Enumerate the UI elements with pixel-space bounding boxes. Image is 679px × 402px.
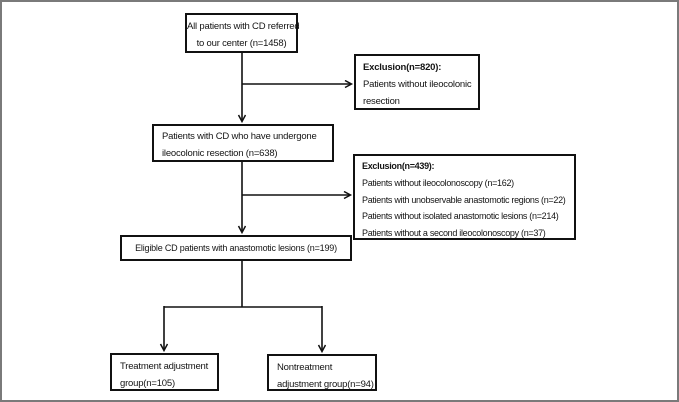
box-text-line: Patients without ileocolonoscopy (n=162) [362, 177, 514, 188]
box-text-line: Patients with unobservable anastomotic r… [362, 194, 566, 205]
box-text-line: All patients with CD referred [187, 21, 300, 32]
box-treatment-adjustment-group: Treatment adjustment group(n=105) [110, 353, 219, 391]
box-exclusion-820: Exclusion(n=820): Patients without ileoc… [354, 54, 480, 110]
exclusion-title: Exclusion(n=820): [363, 62, 442, 73]
box-text-line: Eligible CD patients with anastomotic le… [135, 243, 337, 253]
box-text-line: Patients with CD who have undergone [162, 131, 317, 142]
box-exclusion-439: Exclusion(n=439): Patients without ileoc… [353, 154, 576, 240]
box-text-line: Patients without a second ileocolonoscop… [362, 228, 546, 239]
box-text-line: adjustment group(n=94) [277, 379, 374, 390]
box-ileocolonic-resection: Patients with CD who have undergone ileo… [152, 124, 334, 162]
box-text-line: Nontreatment [277, 362, 333, 373]
box-text-line: resection [363, 96, 400, 107]
box-all-patients-referred: All patients with CD referred to our cen… [185, 13, 300, 53]
box-text-line: ileocolonic resection (n=638) [162, 148, 278, 159]
box-text-line: to our center (n=1458) [196, 38, 287, 49]
box-text-line: Treatment adjustment [120, 361, 209, 372]
box-text-line: Patients without isolated anastomotic le… [362, 211, 559, 222]
box-text-line: group(n=105) [120, 378, 175, 389]
box-eligible-patients: Eligible CD patients with anastomotic le… [120, 235, 352, 261]
exclusion-title: Exclusion(n=439): [362, 161, 435, 171]
box-nontreatment-adjustment-group: Nontreatment adjustment group(n=94) [267, 354, 377, 391]
box-text-line: Patients without ileocolonic [363, 79, 472, 90]
